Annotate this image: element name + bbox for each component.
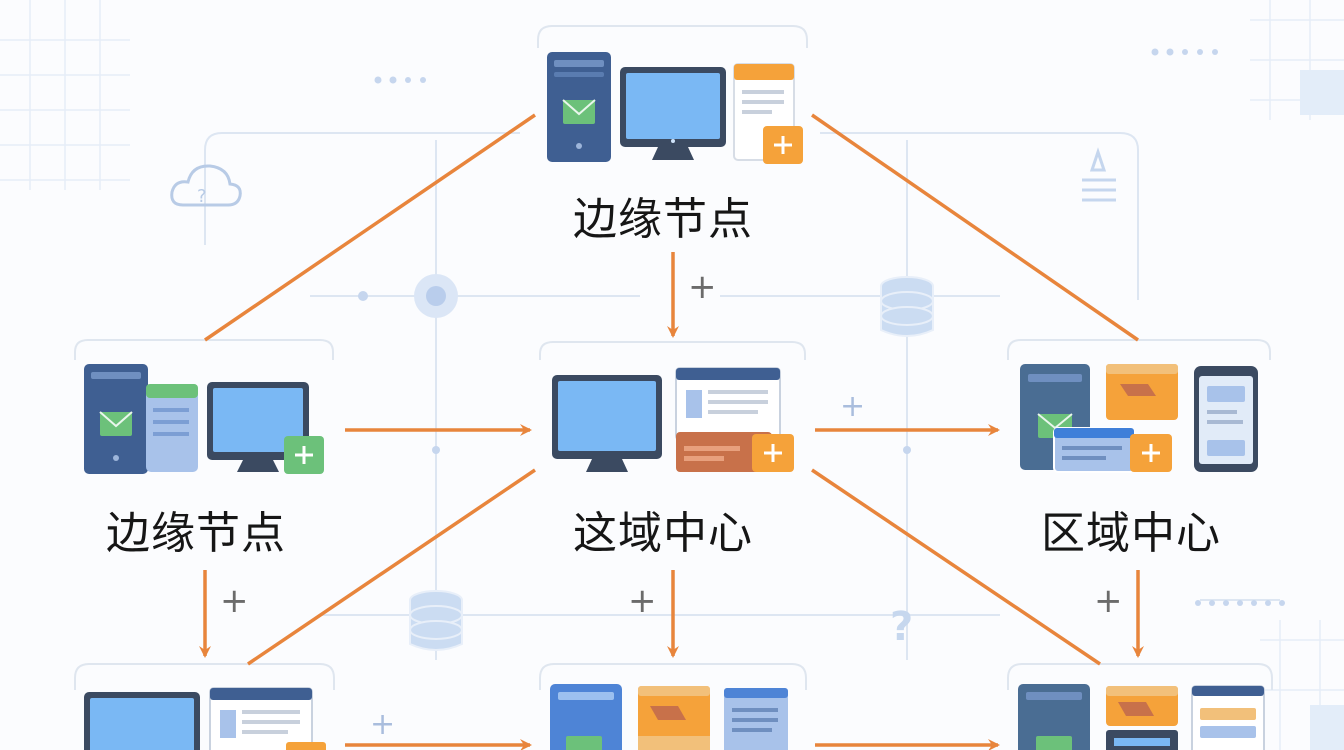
plus-symbol: + xyxy=(370,707,395,742)
node-right-icons xyxy=(1020,364,1258,473)
document-icon xyxy=(1106,686,1178,750)
node-center-icons xyxy=(552,367,794,472)
question-icon: ? xyxy=(890,604,913,650)
add-icon xyxy=(286,742,326,750)
edge-center-to-bottom-left xyxy=(247,468,536,666)
document-icon xyxy=(209,687,313,750)
document-icon xyxy=(675,367,781,441)
database-icon xyxy=(409,590,463,651)
svg-text:?: ? xyxy=(197,186,207,207)
plus-symbol: + xyxy=(220,581,249,621)
plus-markers: + + + + xyxy=(220,267,1123,621)
document-icon xyxy=(724,688,788,750)
document-icon xyxy=(1106,364,1178,420)
edge-top-to-right xyxy=(811,113,1139,342)
dots-decor xyxy=(374,48,1285,606)
node-label-left-edge: 边缘节点 xyxy=(106,508,286,559)
plus-markers-faint: + + xyxy=(370,389,865,742)
add-icon xyxy=(1130,434,1172,472)
node-bottom-right-icons xyxy=(1018,684,1265,750)
node-bottom-center-icons xyxy=(550,684,788,750)
plus-symbol: + xyxy=(628,581,657,621)
node-brackets xyxy=(74,25,1273,690)
decor-square xyxy=(1300,70,1344,115)
add-icon xyxy=(763,126,803,164)
document-icon xyxy=(1191,685,1265,750)
server-icon xyxy=(550,684,622,750)
monitor-icon xyxy=(552,375,662,472)
monitor-icon xyxy=(207,382,309,472)
svg-text:?: ? xyxy=(890,604,913,650)
pen-icon xyxy=(1082,147,1116,202)
add-icon xyxy=(284,436,324,474)
node-label-center: 这域中心 xyxy=(573,508,753,559)
document-icon xyxy=(1053,427,1135,473)
target-icon xyxy=(358,274,458,318)
document-icon xyxy=(638,686,710,750)
database-icon xyxy=(880,276,934,337)
mobile-icon xyxy=(1194,366,1258,472)
server-icon xyxy=(84,364,148,474)
node-label-top-edge: 边缘节点 xyxy=(573,194,753,245)
connectors xyxy=(199,113,1144,750)
node-bottom-left-icons xyxy=(84,687,326,750)
edge-top-to-left xyxy=(204,113,536,342)
node-top-icons xyxy=(547,52,803,164)
plus-symbol: + xyxy=(1094,581,1123,621)
edge-center-to-bottom-right xyxy=(811,468,1101,666)
monitor-icon xyxy=(84,692,200,750)
server-icon xyxy=(146,384,198,472)
server-icon xyxy=(676,432,772,472)
decor-square xyxy=(1310,705,1344,750)
cloud-icon: ? xyxy=(170,164,242,207)
node-left-icons xyxy=(84,364,324,474)
monitor-icon xyxy=(620,67,726,160)
server-icon xyxy=(547,52,611,162)
node-label-right-region: 区域中心 xyxy=(1041,508,1221,559)
add-icon xyxy=(752,434,794,472)
plus-symbol: + xyxy=(688,267,717,307)
plus-symbol: + xyxy=(840,389,865,424)
server-icon xyxy=(1018,684,1090,750)
